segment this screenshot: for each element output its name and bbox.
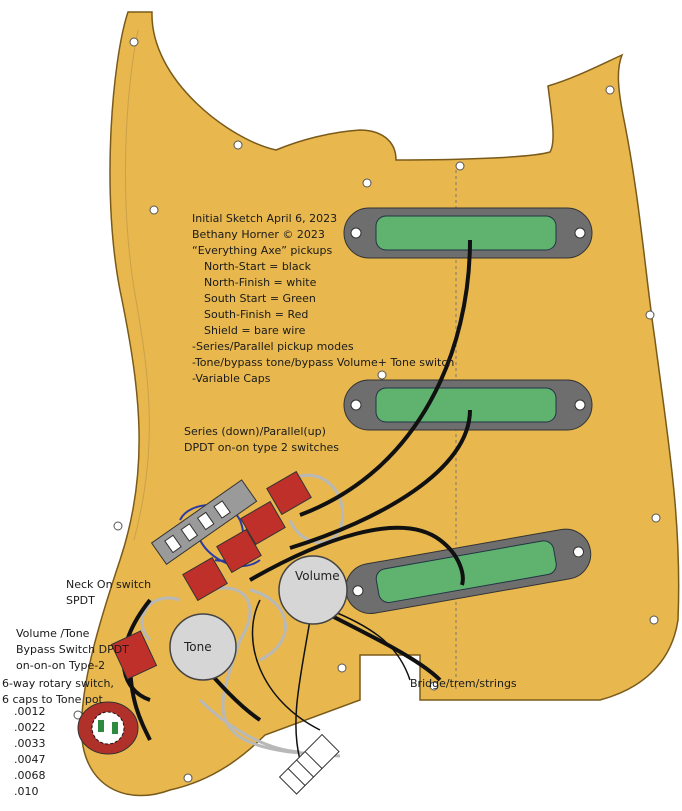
sketch-title: Initial Sketch April 6, 2023: [192, 212, 338, 225]
color-code-3: South-Finish = Red: [204, 308, 309, 321]
series-parallel-switches: [182, 470, 312, 602]
bypass-switch-label-line3: on-on-on Type-2: [16, 659, 106, 672]
color-code-0: North-Start = black: [204, 260, 312, 273]
capacitor-value: .0022: [14, 721, 46, 734]
capacitor-value: .0047: [14, 753, 46, 766]
sketch-notes: Initial Sketch April 6, 2023 Bethany Hor…: [192, 211, 454, 387]
capacitor-value: .010: [14, 785, 39, 798]
series-parallel-label-line1: Series (down)/Parallel(up): [184, 425, 326, 438]
shield-cavity-outline: [124, 29, 150, 541]
feature-1: -Tone/bypass tone/bypass Volume+ Tone sw…: [192, 356, 455, 369]
volume-label: Volume: [295, 569, 340, 583]
neck-switch-label-line1: Neck On switch: [66, 578, 152, 591]
pickup-bridge: [345, 528, 592, 615]
bypass-switch-label-line2: Bypass Switch DPDT: [16, 643, 129, 656]
bypass-switch-label-line1: Volume /Tone: [16, 627, 90, 640]
output-jack: [278, 733, 340, 795]
screw-holes: [73, 37, 661, 783]
color-code-4: Shield = bare wire: [204, 324, 306, 337]
thin-black-wires: [251, 599, 411, 761]
series-parallel-label-line2: DPDT on-on type 2 switches: [184, 441, 340, 454]
volume-pot: Volume: [278, 555, 348, 625]
tone-pot: Tone: [169, 613, 237, 681]
pickup-neck: [343, 207, 593, 259]
feature-2: -Variable Caps: [192, 372, 271, 385]
neck-switch-label: Neck On switch SPDT: [66, 577, 151, 609]
feature-0: -Series/Parallel pickup modes: [192, 340, 354, 353]
bypass-switch-label: Volume /Tone Bypass Switch DPDT on-on-on…: [16, 626, 129, 674]
color-code-2: South Start = Green: [204, 292, 316, 305]
rotary-switch: [77, 701, 139, 755]
capacitor-list: .0012 .0022 .0033 .0047 .0068 .010: [14, 704, 46, 800]
neck-on-switch: [150, 479, 258, 566]
neck-switch-label-line2: SPDT: [66, 594, 95, 607]
sketch-author: Bethany Horner © 2023: [192, 228, 325, 241]
pickup-middle: [343, 379, 593, 431]
tone-label: Tone: [183, 640, 212, 654]
capacitor-value: .0012: [14, 705, 46, 718]
capacitor-value: .0068: [14, 769, 46, 782]
series-parallel-label: Series (down)/Parallel(up) DPDT on-on ty…: [184, 424, 339, 456]
color-code-1: North-Finish = white: [204, 276, 317, 289]
rotary-switch-label-line2: 6 caps to Tone pot: [2, 693, 103, 706]
bypass-switch: [110, 630, 158, 680]
rotary-switch-label: 6-way rotary switch, 6 caps to Tone pot: [2, 676, 114, 708]
bridge-label: Bridge/trem/strings: [410, 677, 517, 690]
rotary-switch-label-line1: 6-way rotary switch,: [2, 677, 114, 690]
sketch-pickups: “Everything Axe” pickups: [192, 244, 333, 257]
capacitor-value: .0033: [14, 737, 46, 750]
